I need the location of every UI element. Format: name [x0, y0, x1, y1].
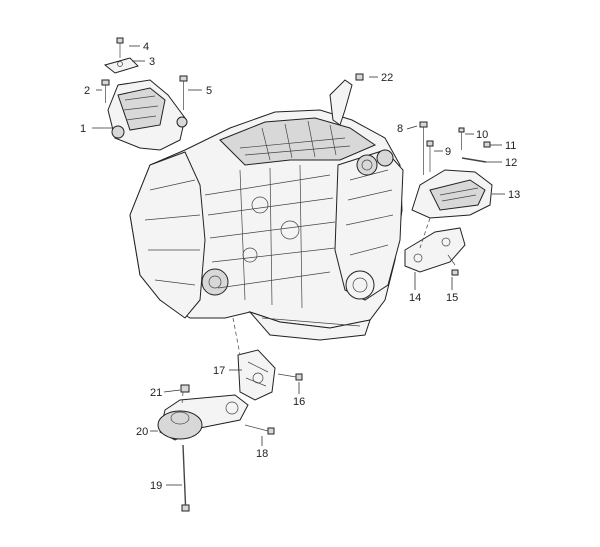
right-mount-bracket	[404, 227, 466, 273]
left-mount-bolt-2	[101, 79, 110, 103]
callout-1: 1	[80, 123, 86, 135]
callout-17: 17	[213, 365, 225, 377]
lower-mount-bolt-16	[277, 373, 303, 381]
callout-13: 13	[508, 189, 520, 201]
engine-transaxle-assembly	[129, 109, 404, 341]
lower-mount-bolt-19	[181, 444, 190, 512]
callout-19: 19	[150, 480, 162, 492]
left-mount-bolt-5	[179, 75, 188, 110]
right-mount-bolt-9	[426, 140, 434, 172]
callout-9: 9	[445, 146, 451, 158]
callout-3: 3	[149, 56, 155, 68]
engine-hook-bracket	[329, 73, 364, 126]
lower-mount-nut-21	[180, 384, 190, 393]
right-mount-stud-12	[461, 157, 487, 163]
callout-2: 2	[84, 85, 90, 97]
torque-rod	[157, 394, 249, 441]
callout-16: 16	[293, 396, 305, 408]
callout-18: 18	[256, 448, 268, 460]
callout-20: 20	[136, 426, 148, 438]
alignment-lines	[181, 217, 431, 406]
callout-11: 11	[505, 140, 516, 152]
left-engine-mount	[107, 79, 188, 151]
leader-lines	[92, 45, 505, 486]
callout-5: 5	[206, 85, 212, 97]
callout-10: 10	[476, 129, 488, 141]
right-mount-nut-11	[483, 141, 491, 148]
callout-21: 21	[150, 387, 162, 399]
right-engine-mount	[411, 169, 493, 219]
right-mount-bolt-8	[419, 121, 428, 175]
callout-15: 15	[446, 292, 458, 304]
lower-mount-bracket	[237, 349, 276, 401]
callouts: 1 2 3 4 5 8 9 10 11 12 13 14 15 16 17 18…	[80, 41, 520, 492]
left-mount-bolt-4	[116, 37, 124, 58]
callout-14: 14	[409, 292, 421, 304]
callout-22: 22	[381, 72, 393, 84]
callout-8: 8	[397, 123, 403, 135]
right-mount-bolt-15	[447, 254, 459, 276]
lower-mount-bolt-18	[244, 424, 275, 435]
callout-12: 12	[505, 157, 517, 169]
callout-4: 4	[143, 41, 149, 53]
right-mount-bolt-10	[458, 127, 465, 150]
left-mount-bracket	[103, 57, 139, 74]
